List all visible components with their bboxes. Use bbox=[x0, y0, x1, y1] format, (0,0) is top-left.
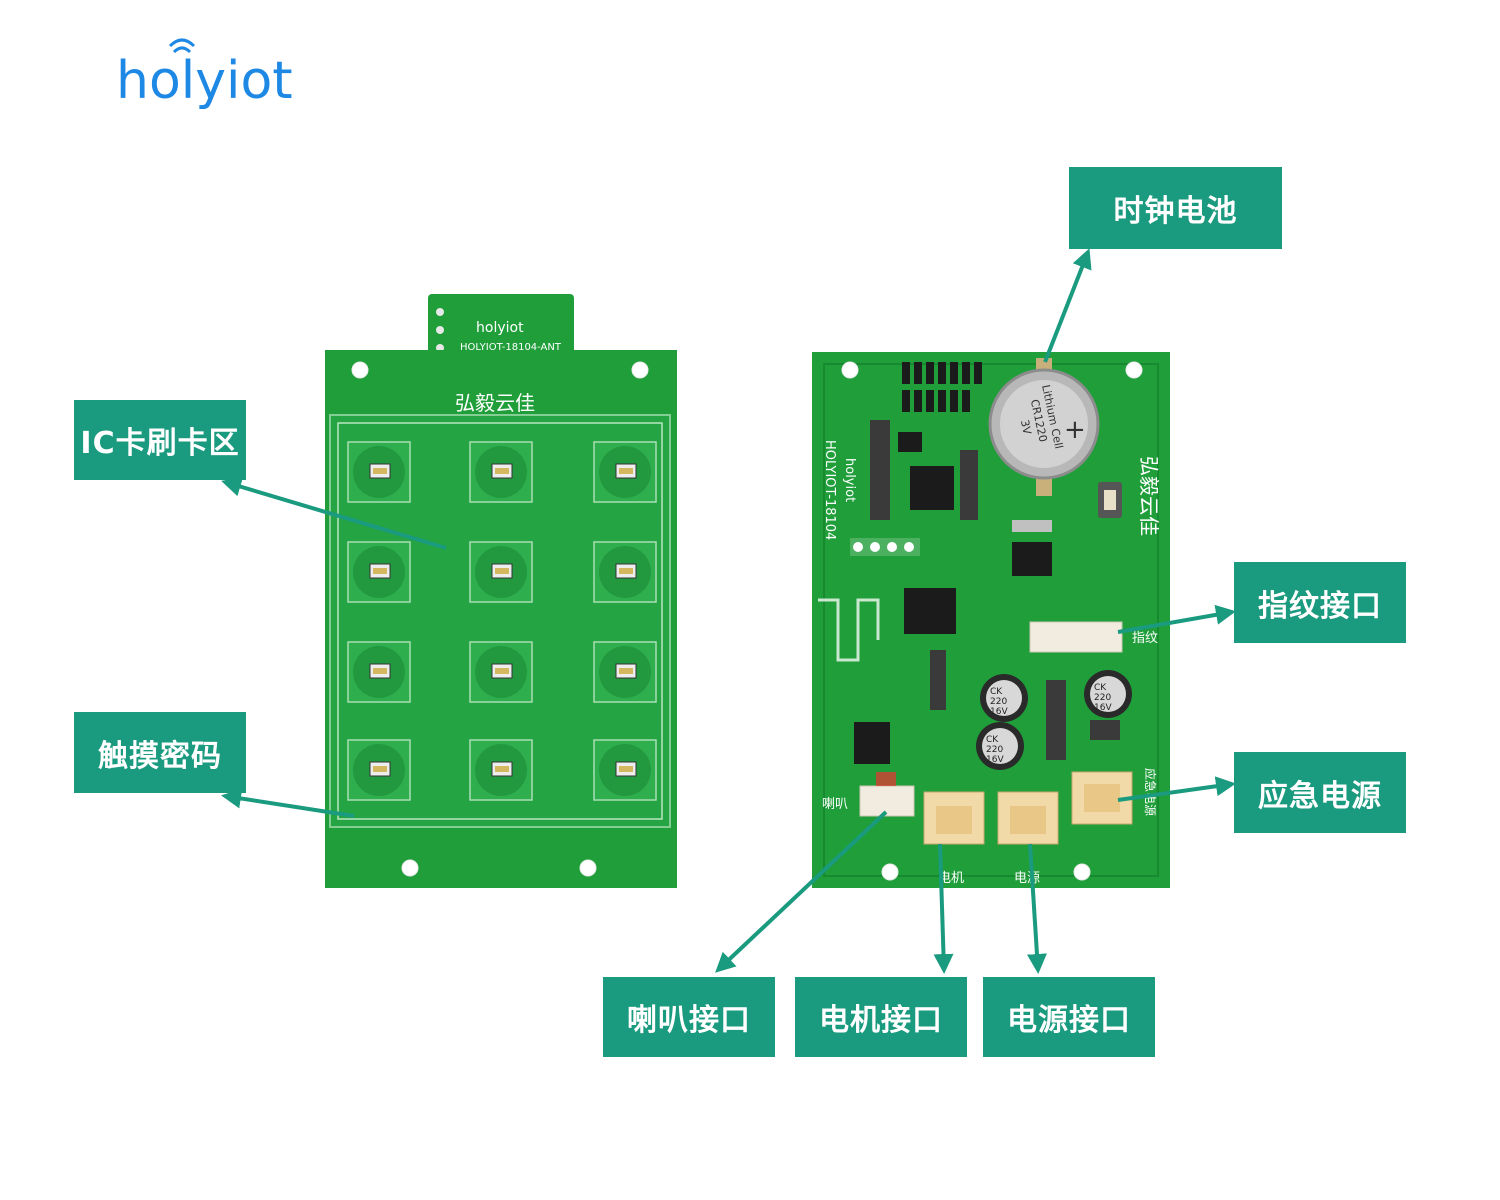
svg-text:220: 220 bbox=[986, 745, 1003, 755]
callout-motor-port: 电机接口 bbox=[795, 977, 967, 1057]
touch-key-pad bbox=[469, 541, 533, 603]
ic-chip-3 bbox=[854, 722, 890, 764]
back-logo: holyiot bbox=[842, 458, 857, 502]
callout-speaker-port: 喇叭接口 bbox=[603, 977, 775, 1057]
silk-power: 电源 bbox=[1014, 871, 1040, 886]
arrow-emergency bbox=[1117, 776, 1236, 802]
signal-wave-icon bbox=[172, 46, 192, 54]
arrow-motor bbox=[933, 843, 954, 974]
touch-key-pad bbox=[347, 739, 411, 801]
back-chinese-brand: 弘毅云佳 bbox=[1137, 456, 1161, 536]
front-board: holyiot HOLYIOT-18104-ANT 弘毅云佳 bbox=[325, 294, 677, 888]
holyiot-logo: holyiot bbox=[116, 38, 293, 111]
battery-text-3: 3V bbox=[1018, 419, 1034, 436]
keypad-grid bbox=[347, 441, 657, 801]
touch-key-pad bbox=[593, 541, 657, 603]
touch-key-pad bbox=[593, 641, 657, 703]
back-model: HOLYIOT-18104 bbox=[822, 440, 837, 540]
callout-fingerprint-port: 指纹接口 bbox=[1234, 562, 1406, 643]
svg-text:16V: 16V bbox=[1094, 703, 1112, 713]
svg-text:220: 220 bbox=[990, 697, 1007, 707]
silk-emergency: 应急电源 bbox=[1143, 768, 1158, 816]
svg-text:16V: 16V bbox=[986, 755, 1004, 765]
touch-key-pad bbox=[347, 441, 411, 503]
ic-chip-2 bbox=[1012, 542, 1052, 576]
antenna-model: HOLYIOT-18104-ANT bbox=[460, 342, 562, 353]
touch-key-pad bbox=[469, 441, 533, 503]
pcb-antenna-trace bbox=[818, 598, 880, 662]
arrow-ic-card bbox=[221, 476, 447, 550]
callout-emergency-power: 应急电源 bbox=[1234, 752, 1406, 833]
arrow-touch-password bbox=[221, 788, 355, 818]
touch-key-pad bbox=[347, 641, 411, 703]
touch-key-pad bbox=[469, 641, 533, 703]
callout-clock-battery: 时钟电池 bbox=[1069, 167, 1282, 249]
battery-plus: + bbox=[1064, 415, 1086, 445]
arrow-clock-battery bbox=[1043, 248, 1092, 363]
arrow-fingerprint bbox=[1117, 604, 1236, 634]
touch-key-pad bbox=[347, 541, 411, 603]
svg-text:CK: CK bbox=[986, 735, 999, 745]
front-chinese-brand: 弘毅云佳 bbox=[455, 391, 535, 415]
touch-key-pad bbox=[593, 441, 657, 503]
ic-chip-mcu bbox=[904, 588, 956, 634]
silk-fingerprint: 指纹 bbox=[1132, 631, 1158, 646]
touch-key-pad bbox=[469, 739, 533, 801]
fingerprint-connector bbox=[1029, 621, 1123, 653]
svg-text:CK: CK bbox=[1094, 683, 1107, 693]
touch-key-pad bbox=[593, 739, 657, 801]
svg-text:220: 220 bbox=[1094, 693, 1111, 703]
capacitor-2 bbox=[1084, 670, 1132, 718]
back-board: HOLYIOT-18104 holyiot 弘毅云佳 Lithium Cell … bbox=[812, 352, 1170, 888]
silk-motor: 电机 bbox=[938, 871, 964, 886]
callout-power-port: 电源接口 bbox=[983, 977, 1155, 1057]
arrow-power bbox=[1027, 843, 1047, 974]
capacitor-3 bbox=[976, 722, 1024, 770]
arrow-speaker bbox=[715, 810, 888, 973]
callout-ic-card-area: IC卡刷卡区 bbox=[74, 400, 246, 480]
svg-text:CK: CK bbox=[990, 687, 1003, 697]
antenna-logo: holyiot bbox=[476, 320, 524, 336]
speaker-connector bbox=[859, 785, 915, 817]
ic-chip-1 bbox=[910, 466, 954, 510]
callout-touch-password: 触摸密码 bbox=[74, 712, 246, 793]
logo-text: holyiot bbox=[116, 51, 293, 111]
capacitor-1 bbox=[980, 674, 1028, 722]
silk-speaker: 喇叭 bbox=[822, 797, 848, 812]
svg-text:16V: 16V bbox=[990, 707, 1008, 717]
